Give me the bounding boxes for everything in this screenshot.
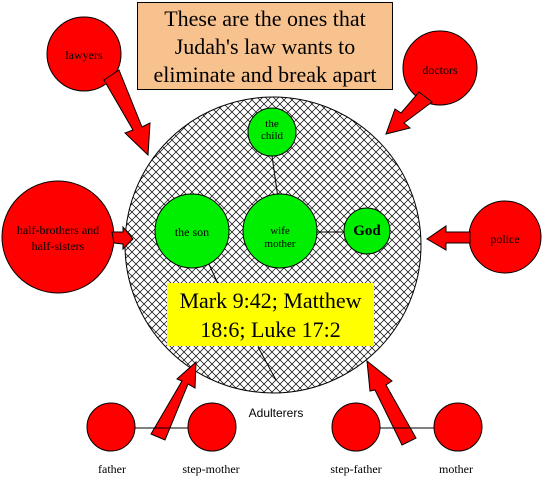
reference-box: Mark 9:42; Matthew 18:6; Luke 17:2 [167,283,374,346]
line-child-wife [271,155,279,199]
title-line-2: Judah's law wants to [174,34,356,59]
doctors-node [402,30,478,106]
step-father-node [331,402,381,452]
line-son-down [207,261,219,285]
left-adulterers-arrow [150,360,197,441]
step-mother-node [187,402,237,452]
lawyers-node [46,16,122,92]
right-adulterers-arrow [366,359,417,446]
title-line-3: eliminate and break apart [153,62,377,87]
title-box: These are the ones that Judah's law want… [137,2,393,90]
title-line-1: These are the ones that [164,6,366,31]
mother-label: mother [439,462,473,476]
half-siblings-arrow [111,225,134,251]
lawyers-label: lawyers [65,48,103,62]
father-node [86,402,136,452]
reference-line-1: Mark 9:42; Matthew [179,288,362,313]
step-mother-label: step-mother [182,462,240,476]
god-label: God [353,223,381,239]
lawyers-arrow [103,69,151,157]
son-label: the son [174,225,210,239]
child-node [247,107,297,157]
adulterers-caption: Adulterers [248,406,304,420]
half-siblings-label: half-brothers and half-sisters [16,223,100,253]
mother-node [433,402,483,452]
child-label: the child [261,118,283,142]
wife-mother-node [242,193,318,269]
son-node [154,193,230,269]
police-label: police [490,232,520,246]
wife-mother-label: wife mother [264,225,296,250]
police-arrow [426,225,471,251]
line-ref-down [257,346,277,381]
doctors-arrow [385,91,433,135]
god-node [343,207,391,255]
father-label: father [98,462,126,476]
reference-line-2: 18:6; Luke 17:2 [200,317,341,342]
doctors-label: doctors [422,63,458,77]
step-father-label: step-father [330,462,382,476]
